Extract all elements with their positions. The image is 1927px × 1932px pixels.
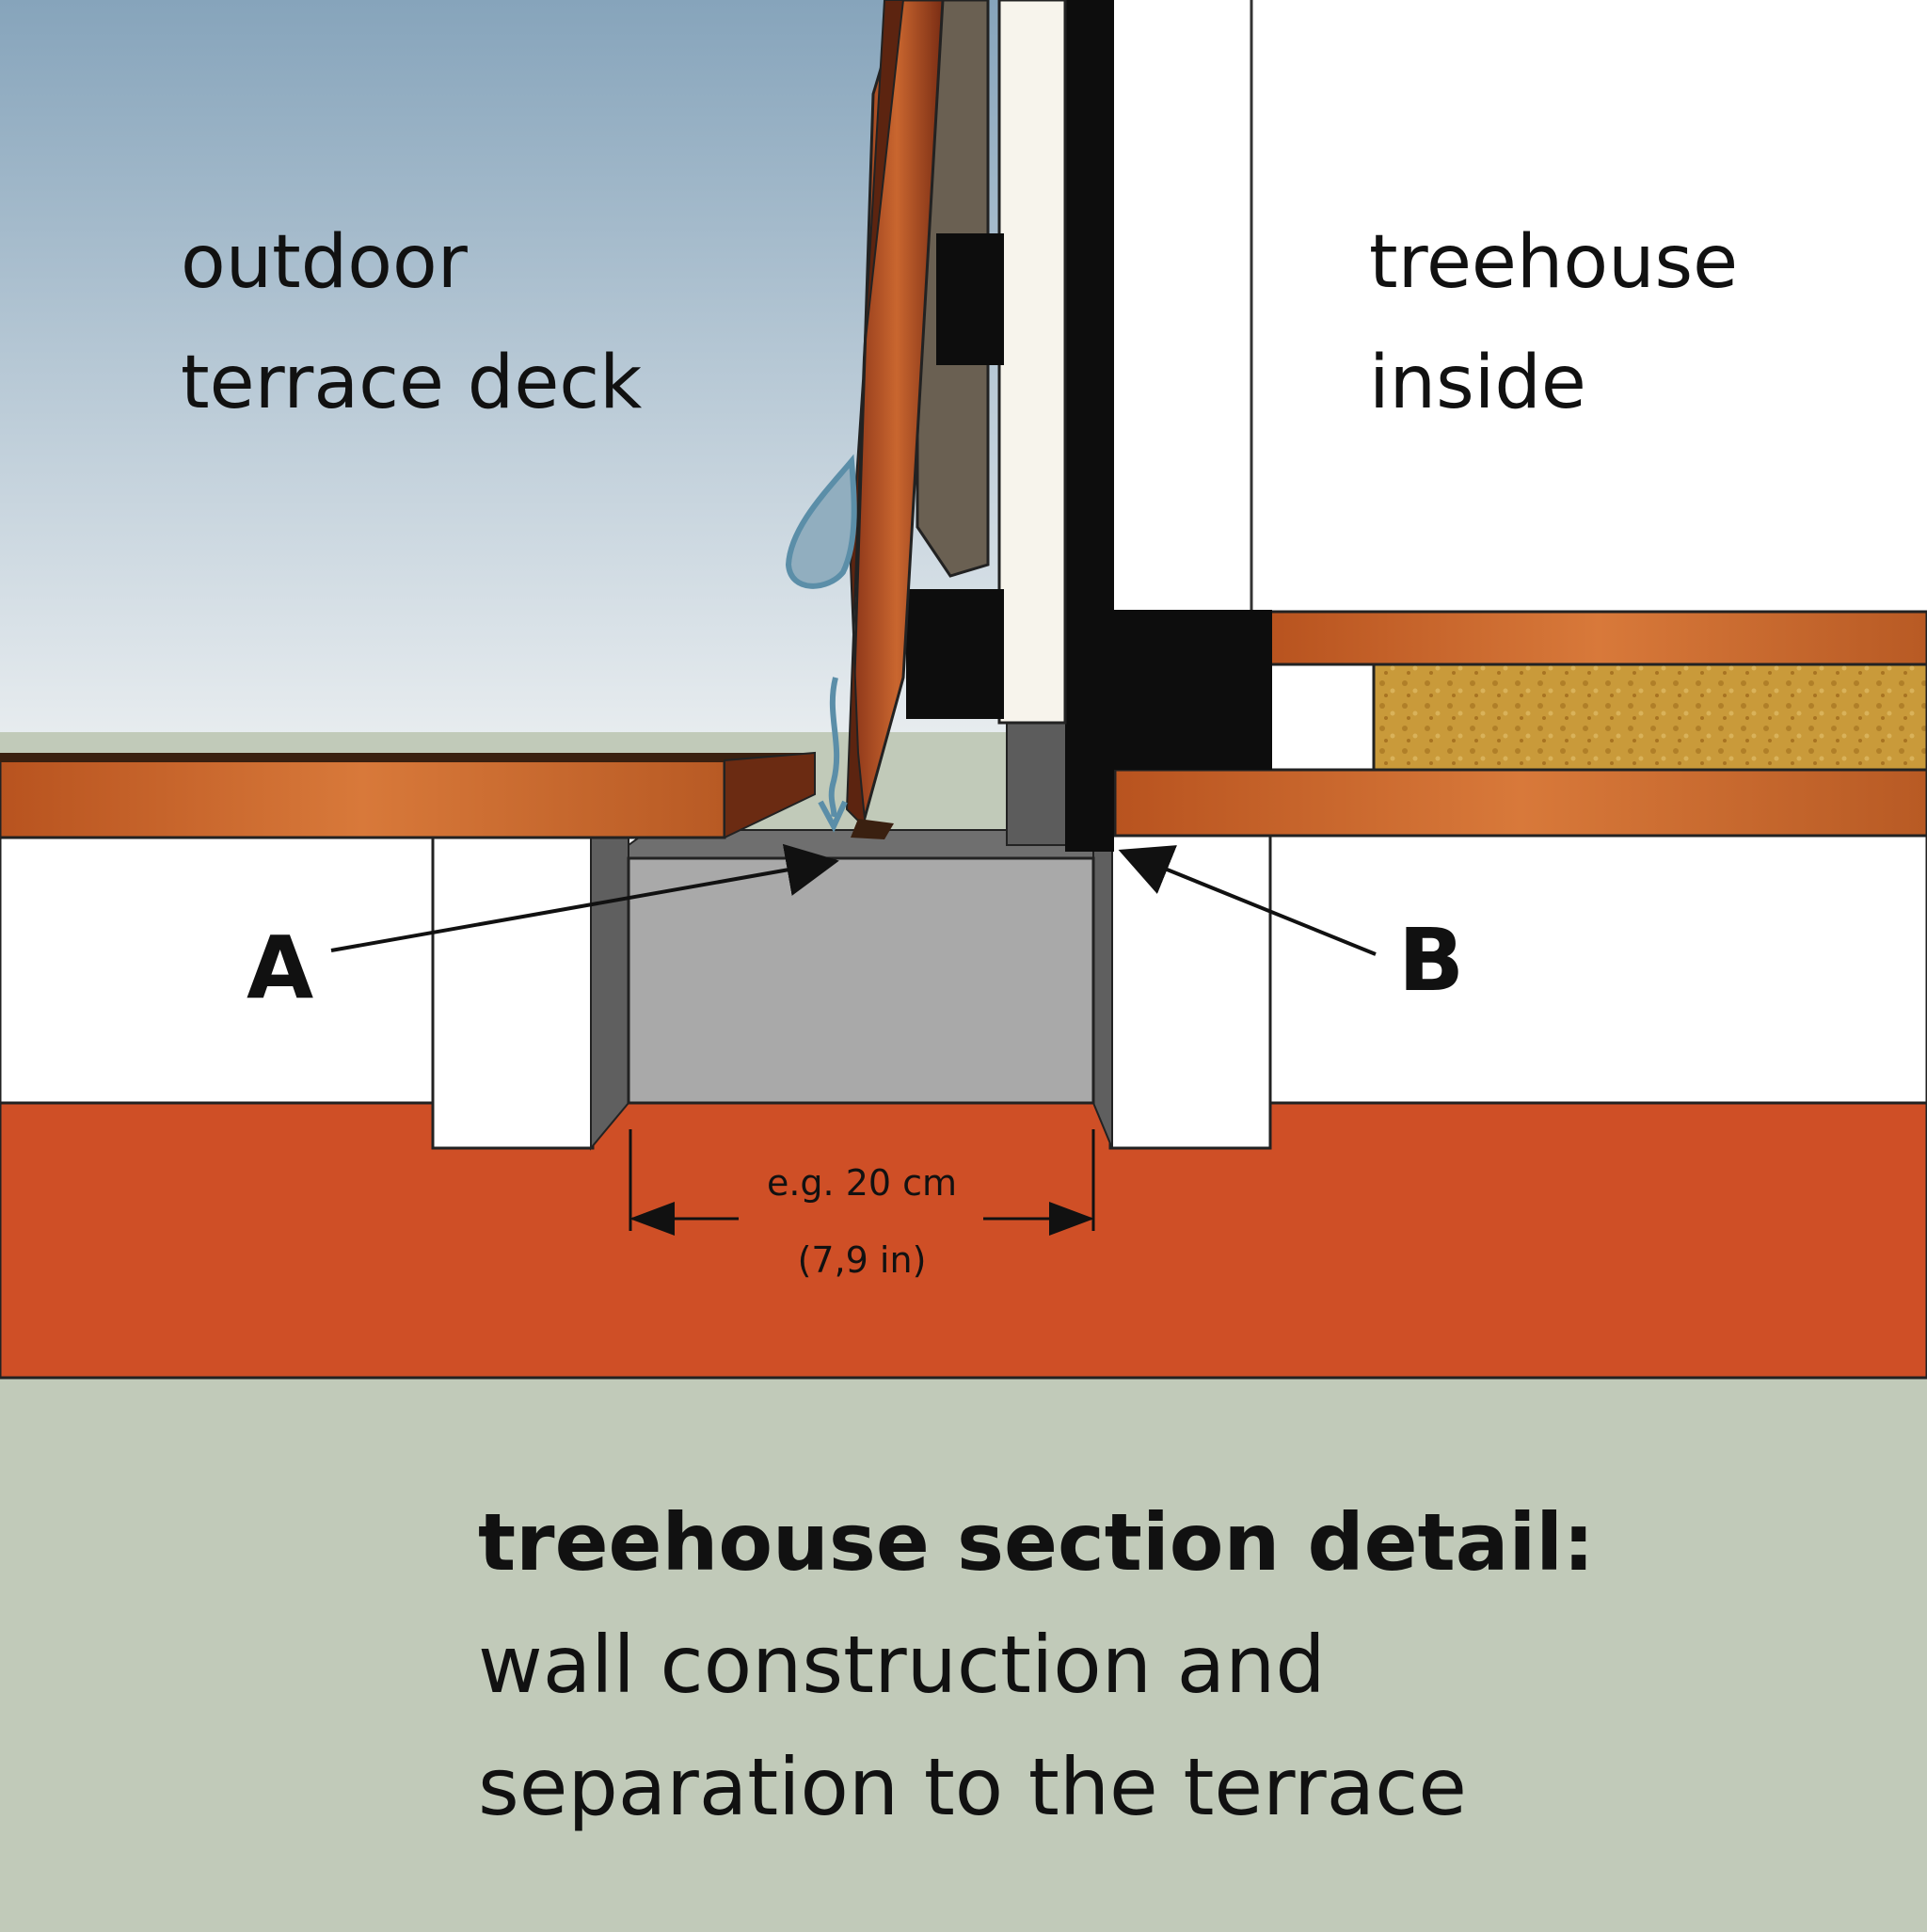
water-drop-icon bbox=[785, 454, 857, 589]
label-outdoor-line2: terrace deck bbox=[181, 341, 642, 425]
gap-side-right bbox=[1092, 835, 1113, 1149]
caption-title: treehouse section detail: bbox=[478, 1496, 1595, 1589]
caption-line3: separation to the terrace bbox=[478, 1741, 1467, 1833]
caption-line2: wall construction and bbox=[478, 1619, 1326, 1711]
interior-floor-board-top bbox=[1268, 610, 1927, 666]
label-inside-line1: treehouse bbox=[1369, 220, 1738, 305]
main-beam bbox=[0, 1101, 1927, 1380]
terrace-deck-end bbox=[724, 751, 816, 839]
marker-b: B bbox=[1398, 910, 1464, 1011]
terrace-deck bbox=[0, 758, 726, 839]
joist-left bbox=[431, 834, 595, 1150]
dimension-value: e.g. 20 cm bbox=[767, 1162, 957, 1204]
batten-1 bbox=[936, 233, 1004, 365]
terrace-deck-top bbox=[0, 753, 815, 762]
label-inside-line2: inside bbox=[1369, 341, 1586, 425]
interior-floor-board-bottom bbox=[1113, 768, 1927, 839]
leader-line-b bbox=[1118, 845, 1377, 956]
cladding-board-back bbox=[845, 0, 905, 831]
marker-a: A bbox=[247, 918, 313, 1018]
drip-edge bbox=[851, 819, 894, 839]
floor-joist-gap bbox=[1268, 663, 1376, 772]
dimension-value-imperial: (7,9 in) bbox=[798, 1239, 927, 1281]
water-drip-arrowhead bbox=[818, 800, 848, 833]
separation-gap bbox=[627, 856, 1095, 1105]
label-outdoor-line1: outdoor bbox=[181, 220, 469, 305]
joist-right bbox=[1108, 834, 1272, 1150]
wall-sill bbox=[1114, 610, 1272, 770]
water-drip-path bbox=[828, 677, 840, 818]
wall-sheathing bbox=[997, 0, 1067, 725]
leader-line-a bbox=[330, 843, 839, 952]
gap-side-left bbox=[590, 835, 629, 1151]
batten-2 bbox=[906, 589, 1004, 719]
interior-wall-area bbox=[1101, 0, 1927, 612]
wall-post bbox=[1065, 0, 1114, 852]
insulation-layer bbox=[1372, 663, 1927, 772]
